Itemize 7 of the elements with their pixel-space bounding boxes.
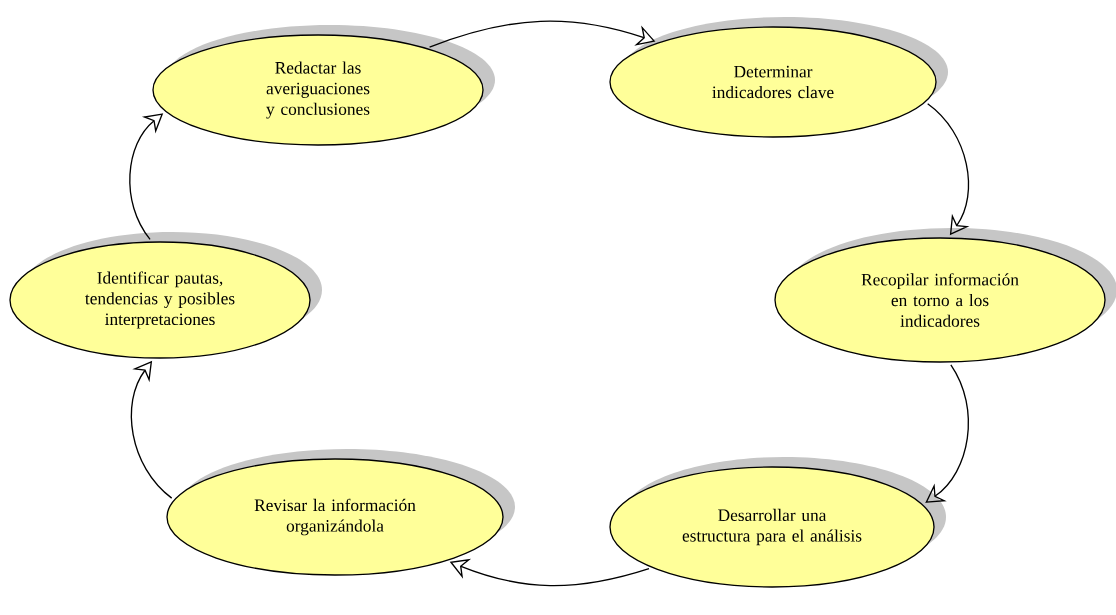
oval-box: Revisar la información organizándola (166, 449, 515, 576)
oval-box: Recopilar información en torno a los indicadores (774, 228, 1116, 363)
oval-box: Identificar pautas, tendencias y posibles interpretaciones (9, 232, 322, 359)
oval-box: Determinar indicadores clave (609, 17, 948, 138)
oval-box: Redactar las averiguaciones y conclusiones (152, 25, 495, 146)
oval-box: Desarrollar una estructura para el análisis (609, 457, 946, 588)
curved-arrow (925, 364, 969, 503)
